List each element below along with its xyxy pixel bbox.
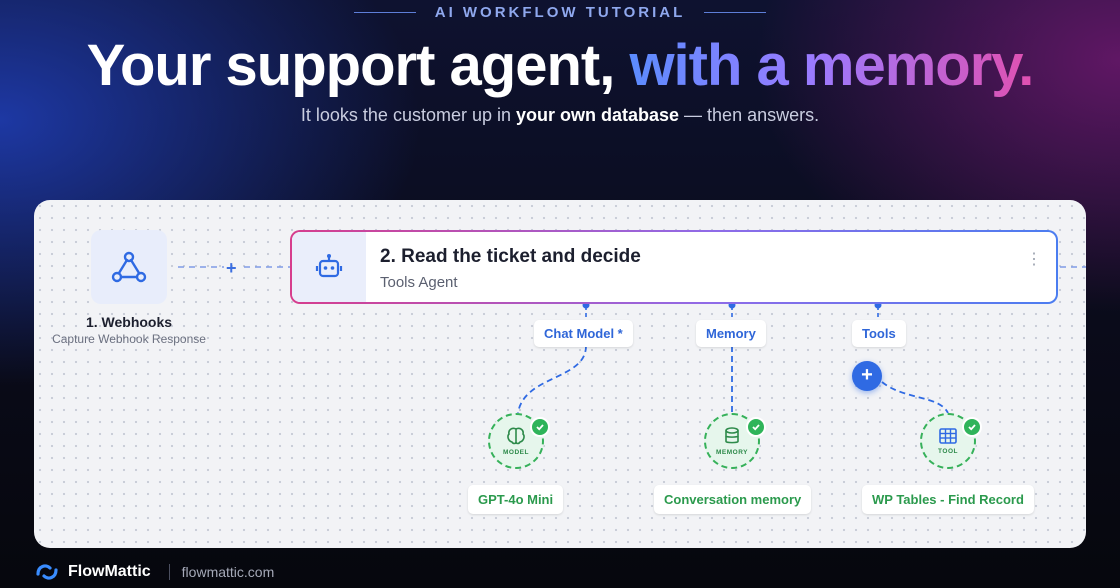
model-check-icon xyxy=(530,417,550,437)
tools-agent-node[interactable]: 2. Read the ticket and decide Tools Agen… xyxy=(290,230,1058,304)
memory-node-label: MEMORY xyxy=(715,448,748,456)
flowmattic-logo-icon xyxy=(36,564,58,580)
footer: FlowMattic flowmattic.com xyxy=(34,560,274,584)
model-tag: GPT-4o Mini xyxy=(468,485,564,514)
agent-title: 2. Read the ticket and decide xyxy=(380,246,641,267)
model-node-label: MODEL xyxy=(503,448,529,456)
chat-model-connector[interactable]: Chat Model * xyxy=(534,320,633,347)
trigger-subtitle: Capture Webhook Response xyxy=(52,332,206,346)
sub-before: It looks the customer up in xyxy=(300,105,516,125)
kicker-rule-left xyxy=(354,12,417,14)
tool-node-label: TOOL xyxy=(938,447,958,455)
add-tool-button[interactable]: + xyxy=(852,361,882,391)
sub-bold: your own database xyxy=(516,105,680,125)
headline: Your support agent, with a memory. xyxy=(0,32,1120,99)
footer-divider xyxy=(168,564,170,580)
model-node[interactable]: MODEL xyxy=(488,413,544,469)
headline-gradient: with a memory. xyxy=(629,33,1034,98)
workflow-canvas[interactable]: 1. Webhooks Capture Webhook Response + 2… xyxy=(34,200,1086,548)
trigger-title: 1. Webhooks xyxy=(85,314,173,330)
kicker-text: AI WORKFLOW TUTORIAL xyxy=(434,4,686,22)
wire-tools xyxy=(881,381,949,414)
memory-connector[interactable]: Memory xyxy=(696,320,766,347)
footer-site-link[interactable]: flowmattic.com xyxy=(181,564,275,580)
tool-check-icon xyxy=(962,417,982,437)
webhook-icon xyxy=(111,251,147,283)
kicker: AI WORKFLOW TUTORIAL xyxy=(0,4,1120,22)
brain-icon xyxy=(507,427,525,444)
table-icon xyxy=(939,427,957,444)
footer-brand: FlowMattic xyxy=(68,563,151,580)
sub-after: — then answers. xyxy=(679,105,820,125)
subheadline: It looks the customer up in your own dat… xyxy=(0,105,1120,126)
webhooks-trigger-node[interactable] xyxy=(91,230,167,304)
headline-plain: Your support agent, xyxy=(86,33,630,98)
tools-connector[interactable]: Tools xyxy=(852,320,906,347)
memory-tag: Conversation memory xyxy=(654,485,812,514)
more-menu-icon[interactable]: ⋮ xyxy=(1026,251,1042,268)
agent-subtitle: Tools Agent xyxy=(380,274,458,291)
add-step-button[interactable]: + xyxy=(226,258,237,278)
kicker-rule-right xyxy=(703,12,766,14)
agent-card-body: 2. Read the ticket and decide Tools Agen… xyxy=(292,232,1056,302)
tool-tag: WP Tables - Find Record xyxy=(862,485,1034,514)
database-icon xyxy=(725,426,739,443)
memory-check-icon xyxy=(746,417,766,437)
connection-wires xyxy=(178,266,1086,414)
agent-icon-cell xyxy=(292,232,366,302)
robot-icon xyxy=(315,254,343,278)
wire-model xyxy=(517,345,587,414)
